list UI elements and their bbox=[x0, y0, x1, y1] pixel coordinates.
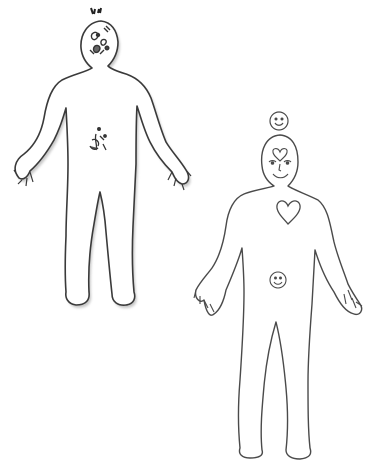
smiley-above-head bbox=[270, 112, 288, 130]
right-figure bbox=[194, 112, 362, 459]
left-figure-hair-tufts bbox=[91, 8, 101, 14]
right-figure-body bbox=[196, 135, 362, 459]
left-figure bbox=[14, 8, 191, 308]
